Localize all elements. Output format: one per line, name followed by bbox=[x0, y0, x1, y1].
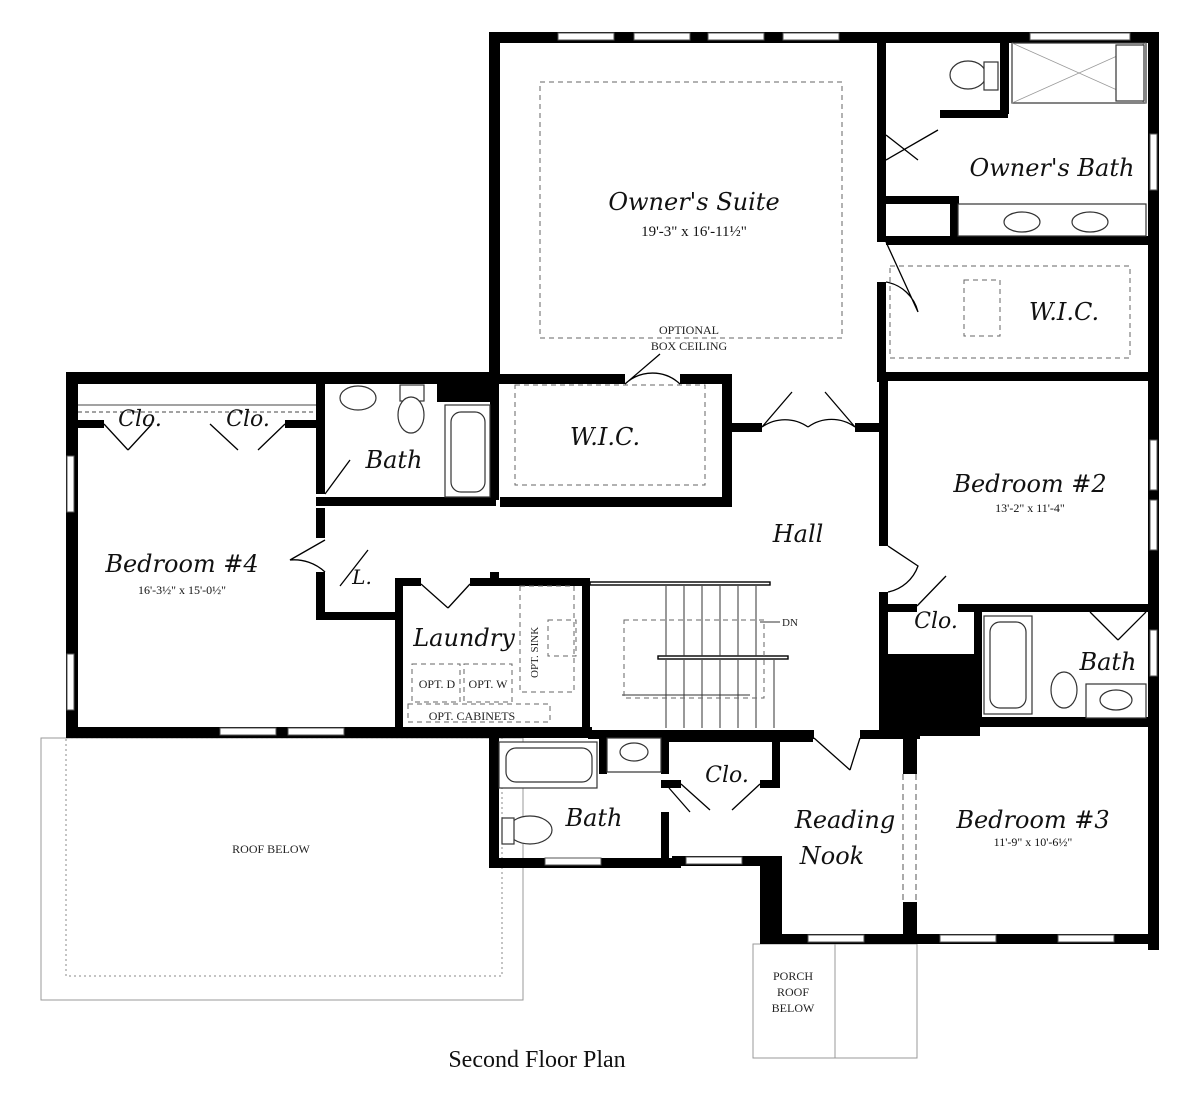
owners-suite-label: Owner's Suite bbox=[608, 188, 779, 216]
hall-label: Hall bbox=[772, 520, 824, 548]
bedroom3-label: Bedroom #3 bbox=[955, 806, 1109, 834]
bath-b2-label: Bath bbox=[1078, 648, 1136, 676]
reading-nook-label-line1: Reading bbox=[794, 806, 895, 834]
porch-roof-line1: PORCH bbox=[773, 969, 813, 983]
suite-wic-label: W.I.C. bbox=[570, 423, 640, 451]
bedroom4-dims: 16'-3½" x 15'-0½" bbox=[138, 583, 226, 597]
bedroom2-label: Bedroom #2 bbox=[952, 470, 1106, 498]
owners-suite-dims: 19'-3" x 16'-11½" bbox=[641, 224, 747, 240]
optional-box-ceiling-line2: BOX CEILING bbox=[651, 339, 728, 353]
bedroom3-dims: 11'-9" x 10'-6½" bbox=[994, 835, 1073, 849]
opt-cabinets-label: OPT. CABINETS bbox=[429, 709, 515, 723]
opt-sink-label: OPT. SINK bbox=[529, 627, 541, 678]
optional-box-ceiling-line1: OPTIONAL bbox=[659, 323, 719, 337]
porch-roof-line2: ROOF bbox=[777, 985, 809, 999]
plan-caption: Second Floor Plan bbox=[448, 1047, 625, 1073]
room-labels: Owner's Suite 19'-3" x 16'-11½" OPTIONAL… bbox=[104, 154, 1136, 1015]
reading-nook-label-line2: Nook bbox=[799, 842, 864, 870]
bath-lower-label: Bath bbox=[564, 804, 622, 832]
opt-d-label: OPT. D bbox=[419, 677, 456, 691]
roof-below-area bbox=[40, 737, 524, 1001]
clo-b4-left-label: Clo. bbox=[118, 407, 162, 432]
windows bbox=[66, 32, 1158, 943]
bedroom2-dims: 13'-2" x 11'-4" bbox=[995, 501, 1065, 515]
laundry-label: Laundry bbox=[412, 624, 515, 652]
bath-b4-label: Bath bbox=[364, 446, 422, 474]
clo-nook-label: Clo. bbox=[705, 763, 749, 788]
fixtures bbox=[78, 42, 1147, 902]
opt-w-label: OPT. W bbox=[469, 677, 509, 691]
clo-b4-right-label: Clo. bbox=[226, 407, 270, 432]
owners-bath-label: Owner's Bath bbox=[970, 154, 1135, 182]
porch-roof-line3: BELOW bbox=[772, 1001, 815, 1015]
doors bbox=[103, 129, 1147, 813]
owners-wic-label: W.I.C. bbox=[1029, 298, 1099, 326]
clo-b2-label: Clo. bbox=[914, 609, 958, 634]
dn-label: DN bbox=[782, 617, 798, 629]
roof-below-label: ROOF BELOW bbox=[232, 842, 310, 856]
linen-label: L. bbox=[351, 565, 372, 589]
bedroom4-label: Bedroom #4 bbox=[104, 550, 258, 578]
